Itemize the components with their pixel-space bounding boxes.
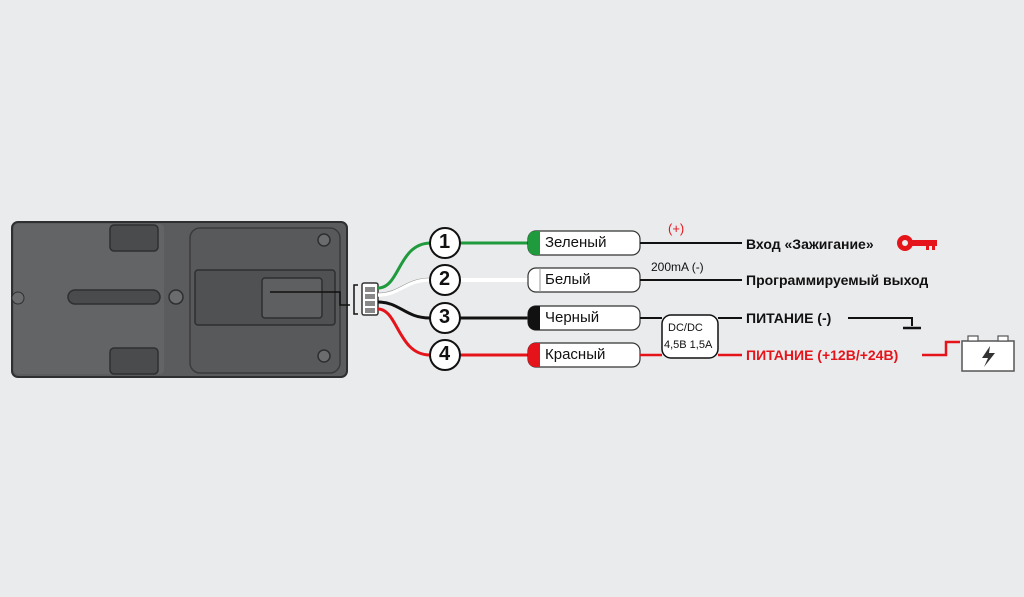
power-plus-label: ПИТАНИЕ (+12В/+24В)	[746, 347, 899, 363]
wire-tag-3	[527, 305, 641, 331]
tracker-device	[11, 221, 350, 378]
wire-number-circle-2	[429, 264, 461, 296]
power-minus-label: ПИТАНИЕ (-)	[746, 310, 832, 326]
wire-number-circle-3	[429, 302, 461, 334]
converter-label-1: DC/DC	[668, 322, 703, 334]
battery-wire	[922, 340, 960, 357]
wire-black-curve	[377, 300, 431, 320]
dcdc-converter	[661, 314, 719, 359]
wire-color-label-1: Зеленый	[545, 234, 607, 251]
ground-wire	[848, 317, 913, 326]
wire-number-4: 4	[439, 343, 451, 365]
wire-color-label-3: Черный	[545, 309, 600, 326]
ignition-polarity-note: (+)	[668, 221, 685, 236]
wire-color-label-2: Белый	[545, 271, 591, 288]
wire-white-curve-outline	[377, 277, 431, 294]
wire-number-2: 2	[439, 268, 451, 290]
wire-number-1: 1	[439, 231, 451, 253]
connector	[353, 282, 379, 316]
wire-number-circle-1	[429, 227, 461, 259]
output-current-note: 200mA (-)	[651, 260, 704, 274]
battery-icon	[961, 335, 1015, 372]
wire-green-curve	[377, 241, 431, 290]
wire-white-curve	[377, 278, 431, 297]
wire-tag-1	[527, 230, 641, 256]
key-icon	[897, 235, 937, 251]
wire-color-label-4: Красный	[545, 346, 606, 363]
wire-number-3: 3	[439, 306, 451, 328]
wire-number-circle-4	[429, 339, 461, 371]
lightning-icon	[982, 346, 995, 367]
ignition-input-label: Вход «Зажигание»	[746, 236, 874, 252]
programmable-output-label: Программируемый выход	[746, 272, 929, 288]
converter-label-2: 4,5В 1,5А	[664, 339, 713, 351]
wire-red-curve	[377, 307, 431, 357]
